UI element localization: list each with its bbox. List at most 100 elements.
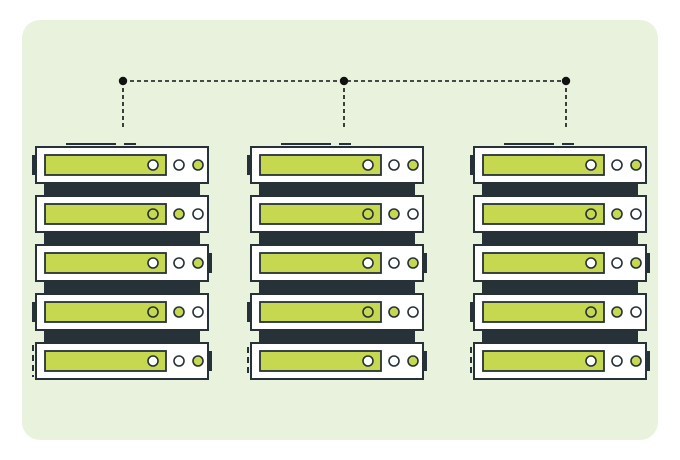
drive-button-icon bbox=[585, 306, 597, 318]
rack-spacer bbox=[44, 232, 200, 245]
status-led-icon bbox=[630, 208, 642, 220]
network-node-icon bbox=[561, 76, 571, 86]
status-led-icon bbox=[192, 306, 204, 318]
server-unit bbox=[32, 342, 212, 380]
status-led-icon bbox=[388, 306, 400, 318]
side-tab bbox=[247, 155, 252, 175]
server-unit bbox=[35, 195, 209, 233]
status-led-icon bbox=[388, 257, 400, 269]
server-unit bbox=[473, 244, 650, 282]
server-unit bbox=[250, 195, 424, 233]
server-unit bbox=[250, 244, 427, 282]
side-tab bbox=[32, 155, 37, 175]
drive-bay bbox=[482, 350, 605, 372]
status-led-icon bbox=[630, 306, 642, 318]
drive-bay bbox=[482, 301, 605, 323]
server-unit bbox=[470, 146, 647, 184]
rack-spacer bbox=[482, 183, 638, 196]
server-unit bbox=[35, 244, 212, 282]
drive-bay bbox=[482, 252, 605, 274]
rack-spacer bbox=[44, 183, 200, 196]
server-unit bbox=[247, 146, 424, 184]
rack-spacer bbox=[482, 232, 638, 245]
status-led-icon bbox=[611, 159, 623, 171]
rack-spacer bbox=[44, 281, 200, 294]
network-connections bbox=[118, 76, 571, 130]
side-tab bbox=[32, 302, 37, 322]
drive-button-icon bbox=[147, 306, 159, 318]
server-unit bbox=[247, 342, 427, 380]
status-led-icon bbox=[192, 159, 204, 171]
status-led-icon bbox=[173, 159, 185, 171]
server-rack-right bbox=[470, 143, 650, 380]
drive-bay bbox=[482, 154, 605, 176]
drive-button-icon bbox=[585, 159, 597, 171]
drive-bay bbox=[259, 252, 382, 274]
drive-button-icon bbox=[147, 355, 159, 367]
drive-button-icon bbox=[362, 208, 374, 220]
side-tab bbox=[470, 302, 475, 322]
status-led-icon bbox=[388, 208, 400, 220]
status-led-icon bbox=[630, 159, 642, 171]
rack-spacer bbox=[259, 281, 415, 294]
rack-spacer bbox=[44, 330, 200, 343]
drive-button-icon bbox=[147, 257, 159, 269]
drive-button-icon bbox=[362, 159, 374, 171]
drive-button-icon bbox=[362, 306, 374, 318]
status-led-icon bbox=[192, 257, 204, 269]
server-unit bbox=[247, 293, 424, 331]
drive-bay bbox=[44, 252, 167, 274]
status-led-icon bbox=[611, 208, 623, 220]
side-tab bbox=[207, 351, 212, 371]
status-led-icon bbox=[630, 355, 642, 367]
server-unit bbox=[470, 342, 650, 380]
drive-button-icon bbox=[585, 355, 597, 367]
drive-bay bbox=[259, 350, 382, 372]
status-led-icon bbox=[388, 159, 400, 171]
server-rack-center bbox=[247, 143, 427, 380]
status-led-icon bbox=[173, 355, 185, 367]
status-led-icon bbox=[407, 159, 419, 171]
server-unit bbox=[470, 293, 647, 331]
drive-bay bbox=[259, 203, 382, 225]
side-tab bbox=[422, 253, 427, 273]
status-led-icon bbox=[407, 306, 419, 318]
drive-bay bbox=[482, 203, 605, 225]
side-tab bbox=[645, 351, 650, 371]
drive-button-icon bbox=[147, 208, 159, 220]
status-led-icon bbox=[407, 257, 419, 269]
drive-bay bbox=[44, 301, 167, 323]
rack-spacer bbox=[482, 281, 638, 294]
drive-bay bbox=[259, 154, 382, 176]
rack-spacer bbox=[259, 183, 415, 196]
status-led-icon bbox=[611, 257, 623, 269]
drive-bay bbox=[44, 350, 167, 372]
server-unit bbox=[32, 146, 209, 184]
status-led-icon bbox=[192, 355, 204, 367]
status-led-icon bbox=[611, 306, 623, 318]
side-tab bbox=[645, 253, 650, 273]
server-unit bbox=[473, 195, 647, 233]
status-led-icon bbox=[388, 355, 400, 367]
rack-spacer bbox=[482, 330, 638, 343]
drive-bay bbox=[44, 203, 167, 225]
side-tab bbox=[422, 351, 427, 371]
status-led-icon bbox=[407, 355, 419, 367]
drive-button-icon bbox=[585, 208, 597, 220]
drive-bay bbox=[259, 301, 382, 323]
status-led-icon bbox=[173, 257, 185, 269]
drive-button-icon bbox=[585, 257, 597, 269]
status-led-icon bbox=[407, 208, 419, 220]
status-led-icon bbox=[173, 208, 185, 220]
side-tab bbox=[207, 253, 212, 273]
side-tab bbox=[247, 302, 252, 322]
drive-button-icon bbox=[362, 355, 374, 367]
side-tab bbox=[470, 155, 475, 175]
status-led-icon bbox=[611, 355, 623, 367]
status-led-icon bbox=[192, 208, 204, 220]
server-unit bbox=[32, 293, 209, 331]
status-led-icon bbox=[173, 306, 185, 318]
rack-spacer bbox=[259, 330, 415, 343]
